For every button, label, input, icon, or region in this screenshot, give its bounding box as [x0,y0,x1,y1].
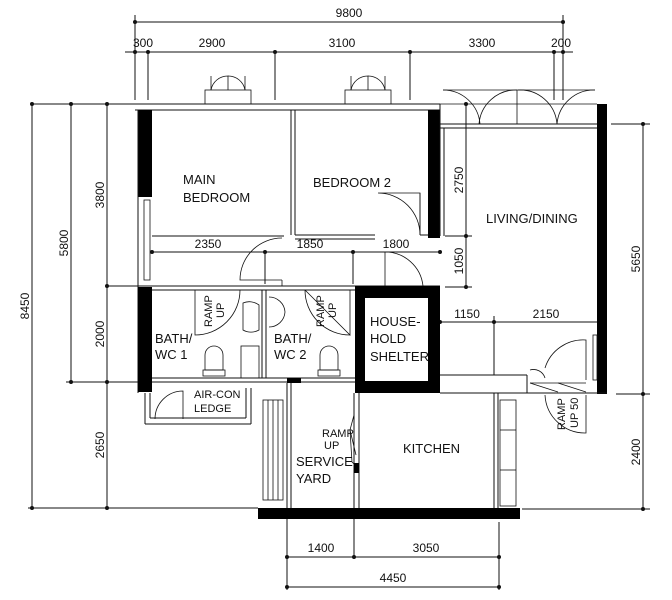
ramp3-line1: RAMP [322,428,354,440]
dim-corridor-2: 1850 [297,237,324,251]
ramp1-line1: RAMP [203,295,215,327]
basin-2-icon [268,296,286,328]
label-bath1-2: WC 1 [155,347,188,362]
left-dimensions: 8450 5800 3800 2000 2650 [18,102,258,510]
label-aircon-1: AIR-CON [194,389,241,401]
dim-seg-5: 200 [551,36,571,50]
ramp-annotations: RAMP UP RAMP UP RAMP UP RAMP UP 50 [203,295,581,452]
dim-left-3: 2650 [93,431,107,458]
dim-corridor-1: 2350 [195,237,222,251]
dim-seg-4: 3300 [469,36,496,50]
dim-right-upper: 5650 [629,245,643,272]
counter-icon [240,345,260,379]
toilet-2-icon [319,345,339,371]
corridor-dimensions: 2350 1850 1800 [150,237,442,284]
dim-left-1: 3800 [93,181,107,208]
windows [204,75,597,125]
label-shelter-1: HOUSE- [370,314,421,329]
dim-left-2: 2000 [93,320,107,347]
basin-1-icon [242,301,260,333]
label-bath2-1: BATH/ [274,331,312,346]
label-service-2: YARD [296,471,331,486]
dim-corridor-3: 1800 [383,237,410,251]
dim-living-2: 1050 [452,247,466,274]
label-main-bedroom-2: BEDROOM [183,190,250,205]
dim-seg-2: 2900 [199,36,226,50]
dim-seg-1: 300 [133,36,153,50]
label-kitchen: KITCHEN [403,441,460,456]
ramp1-line2: UP [215,303,227,318]
label-service-1: SERVICE [296,454,353,469]
label-bath2-2: WC 2 [274,347,307,362]
bottom-dimensions: 1400 3050 4450 [285,519,501,590]
label-shelter-3: SHELTER [370,349,429,364]
dim-right-lower: 2400 [629,438,643,465]
dim-left-mid: 5800 [57,229,71,256]
room-labels: MAIN BEDROOM BEDROOM 2 LIVING/DINING BAT… [155,172,578,486]
dim-bottom-2: 3050 [413,541,440,555]
dim-living-bottom-1: 1150 [454,307,480,321]
fixtures [202,296,341,379]
ramp4-line1: RAMP [556,398,568,430]
doors [154,192,598,434]
living-inner-dimensions: 2750 1050 1150 2150 [438,102,598,375]
label-bedroom-2: BEDROOM 2 [313,175,391,190]
walls [135,103,607,519]
label-shelter-2: HOLD [370,331,406,346]
label-main-bedroom-1: MAIN [183,172,216,187]
dim-bottom-total: 4450 [380,571,407,585]
ramp2-line2: UP [327,303,339,318]
dim-living-bottom-2: 2150 [533,307,560,321]
dim-bottom-1: 1400 [308,541,335,555]
label-bath1-1: BATH/ [155,331,193,346]
ramp3-line2: UP [324,440,339,452]
ramp2-line1: RAMP [315,295,327,327]
label-living-dining: LIVING/DINING [486,211,578,226]
dim-living-1: 2750 [452,166,466,193]
top-dimensions: 9800 300 2900 3100 3300 200 [125,6,573,100]
dim-total-width: 9800 [336,6,363,20]
dim-total-height: 8450 [18,292,32,319]
right-dimensions: 5650 2400 [522,122,650,511]
ramp4-line2: UP 50 [569,398,581,428]
toilet-1-icon [204,345,224,371]
dim-seg-3: 3100 [329,36,356,50]
label-aircon-2: LEDGE [194,403,231,415]
